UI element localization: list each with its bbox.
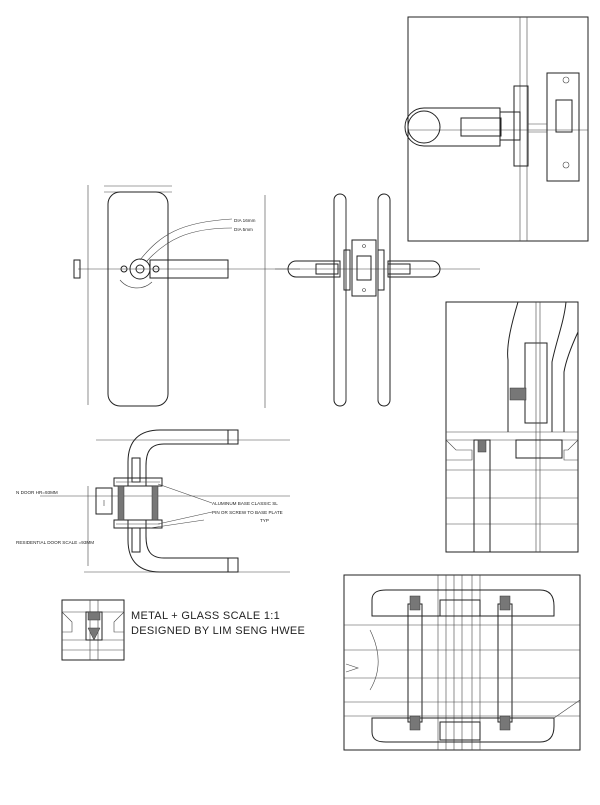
label-door-bottom: RESIDENTIAL DOOR SCALE =93MM bbox=[16, 540, 94, 545]
label-door-top: N DOOR HR=93MM bbox=[16, 490, 58, 495]
section-view bbox=[40, 429, 290, 573]
title-line-2: DESIGNED BY LIM SENG HWEE bbox=[131, 625, 305, 637]
detail-middle-right bbox=[445, 301, 579, 553]
label-base-1: ALUMINUM BASE CLASSIC SL bbox=[212, 501, 278, 506]
label-base-2: PIN OR SCREW TO BASE PLATE bbox=[212, 510, 283, 515]
detail-small bbox=[61, 599, 125, 661]
label-dia-bottom: DIA 5mm bbox=[234, 227, 253, 232]
side-elevation bbox=[275, 193, 480, 407]
label-dia-top: DIA 16mm bbox=[234, 218, 256, 223]
front-elevation bbox=[73, 185, 300, 408]
title-line-1: METAL + GLASS SCALE 1:1 bbox=[131, 610, 280, 622]
detail-top-right bbox=[404, 16, 589, 242]
detail-bottom-right bbox=[343, 574, 581, 751]
label-base-3: TYP bbox=[260, 518, 269, 523]
